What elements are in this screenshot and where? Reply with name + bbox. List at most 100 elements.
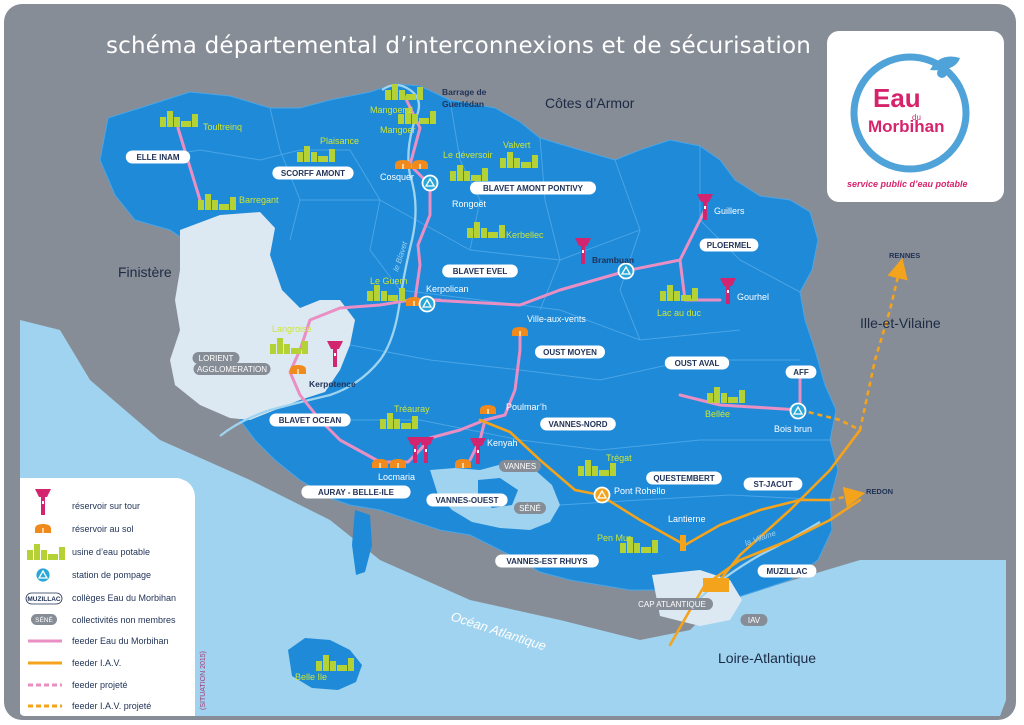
member-pill-bg: [426, 493, 508, 507]
member-pill-bg: [535, 345, 605, 359]
svg-text:Tréauray: Tréauray: [394, 404, 430, 414]
logo-morbihan: Morbihan: [868, 117, 945, 136]
member-label-blavet-evel: BLAVET EVEL: [453, 267, 508, 276]
member-label-st-jacut: ST-JACUT: [753, 480, 792, 489]
svg-text:REDON: REDON: [866, 487, 893, 496]
logo-ring-icon: [850, 53, 970, 173]
member-label-vannes-est-rhuys: VANNES-EST RHUYS: [506, 557, 588, 566]
legend-reservoir-tour: réservoir sur tour: [72, 501, 140, 511]
member-pill-bg: [646, 471, 722, 485]
legend-feeder-iav-projete: feeder I.A.V. projeté: [72, 701, 151, 711]
non-member-pill-bg: [514, 502, 546, 514]
pump-kerpolican-icon: [418, 295, 436, 313]
non-member-label-lorient2: AGGLOMERATION: [197, 365, 267, 374]
logo-tagline: service public d’eau potable: [847, 179, 968, 189]
logo-eau: Eau: [873, 83, 921, 113]
site-labels: Toultreinq Barregant Plaisance Mangoer 2…: [203, 87, 920, 682]
legend-reservoir-sol: réservoir au sol: [72, 524, 134, 534]
non-member-label-sene: SÉNÉ: [519, 504, 541, 513]
svg-text:Cosquer: Cosquer: [380, 172, 414, 182]
ground-kerpotence-icon: [290, 365, 306, 374]
morbihan-land: [99, 83, 839, 601]
member-pill-bg: [470, 181, 596, 195]
non-member-pill-bg: [192, 352, 240, 364]
pumps: [418, 174, 807, 592]
svg-text:Mangoer 2: Mangoer 2: [370, 105, 413, 115]
tower-lantierne-icon: [680, 535, 686, 551]
river-blavet: [219, 83, 421, 437]
non-member-label-iav: IAV: [748, 616, 761, 625]
svg-text:Plaisance: Plaisance: [320, 136, 359, 146]
svg-text:Kerbellec: Kerbellec: [506, 230, 544, 240]
svg-text:Rongoët: Rongoët: [452, 199, 487, 209]
legend-collectivites: collectivités non membres: [72, 615, 176, 625]
legend-usine: usine d’eau potable: [72, 547, 150, 557]
member-label-ploermel: PLOERMEL: [707, 241, 752, 250]
legend-ground-icon: [35, 524, 51, 533]
svg-text:Valvert: Valvert: [503, 140, 531, 150]
pump-brambuan-icon: [617, 262, 635, 280]
non-member-label-lorient1: LORIENT: [199, 354, 234, 363]
member-pill-bg: [301, 485, 411, 499]
member-pill-bg: [540, 417, 616, 431]
svg-text:Toultreinq: Toultreinq: [203, 122, 242, 132]
member-pill-bg: [125, 150, 191, 164]
member-label-vannes-ouest: VANNES-OUEST: [436, 496, 499, 505]
plant-iav-icon: [703, 578, 729, 592]
member-label-elle-inam: ELLE INAM: [136, 153, 179, 162]
member-label-questembert: QUESTEMBERT: [653, 474, 714, 483]
svg-text:Kenyah: Kenyah: [487, 438, 518, 448]
svg-text:Belle Ile: Belle Ile: [295, 672, 327, 682]
member-label-scorff-amont: SCORFF AMONT: [281, 169, 345, 178]
member-label-oust-aval: OUST AVAL: [675, 359, 720, 368]
member-labels: ELLE INAM SCORFF AMONT BLAVET AMONT PONTIV…: [125, 150, 817, 578]
situation-label: (SITUATION 2015): [200, 651, 207, 710]
logo-drop-icon: [930, 56, 960, 71]
ground-kenyah-icon: [455, 459, 471, 468]
svg-text:Bois brun: Bois brun: [774, 424, 812, 434]
svg-text:RENNES: RENNES: [889, 251, 920, 260]
member-pill-bg: [664, 356, 730, 370]
svg-text:Kerpotence: Kerpotence: [309, 379, 356, 389]
svg-text:Ville-aux-vents: Ville-aux-vents: [527, 314, 586, 324]
legend-pump-icon: [34, 566, 52, 584]
member-pill-bg: [269, 413, 351, 427]
svg-text:Guerlédan: Guerlédan: [442, 99, 484, 109]
svg-text:Brambuan: Brambuan: [592, 255, 634, 265]
member-label-blavet-amont-pontivy: BLAVET AMONT PONTIVY: [483, 184, 584, 193]
member-pill-bg: [495, 554, 599, 568]
member-pill-bg: [757, 564, 817, 578]
svg-text:Mangoer: Mangoer: [380, 125, 416, 135]
member-label-auray-belle-ile: AURAY - BELLE-ILE: [318, 488, 395, 497]
member-pill-bg: [785, 365, 817, 379]
svg-text:Barrage de: Barrage de: [442, 87, 487, 97]
ground-ville-aux-vents-icon: [512, 327, 528, 336]
map-title: schéma départemental d’interconnexions e…: [106, 33, 811, 59]
svg-text:Poulmar’h: Poulmar’h: [506, 402, 547, 412]
member-label-blavet-ocean: BLAVET OCEAN: [279, 416, 342, 425]
non-member-pill-bg: [193, 363, 271, 375]
member-label-vannes-nord: VANNES-NORD: [549, 420, 608, 429]
ground-poulmarh-icon: [480, 405, 496, 414]
svg-text:Kerpolican: Kerpolican: [426, 284, 469, 294]
legend-colleges-sample: MUZILLAC: [27, 596, 61, 603]
svg-text:Trégat: Trégat: [606, 453, 632, 463]
svg-text:Le Guern: Le Guern: [370, 276, 408, 286]
legend-collectivites-sample: SÉNÉ: [35, 615, 53, 624]
pump-bois-brun-icon: [789, 402, 807, 420]
legend-feeder-edm: feeder Eau du Morbihan: [72, 636, 169, 646]
svg-text:Pen Mur: Pen Mur: [597, 533, 631, 543]
feeders-iav: [478, 418, 862, 647]
non-member-pill-bg: [631, 598, 713, 610]
legend-colleges: collèges Eau du Morbihan: [72, 593, 176, 603]
non-member-pill-bg: [740, 614, 768, 626]
pump-rongoet-icon: [421, 174, 439, 192]
logo-panel: Eau du Morbihan service public d’eau pot…: [827, 31, 1004, 202]
svg-text:Barregant: Barregant: [239, 195, 279, 205]
legend-feeder-iav: feeder I.A.V.: [72, 658, 121, 668]
region-loire-atlantique: Loire-Atlantique: [718, 650, 816, 666]
region-cotes-armor: Côtes d’Armor: [545, 95, 635, 111]
